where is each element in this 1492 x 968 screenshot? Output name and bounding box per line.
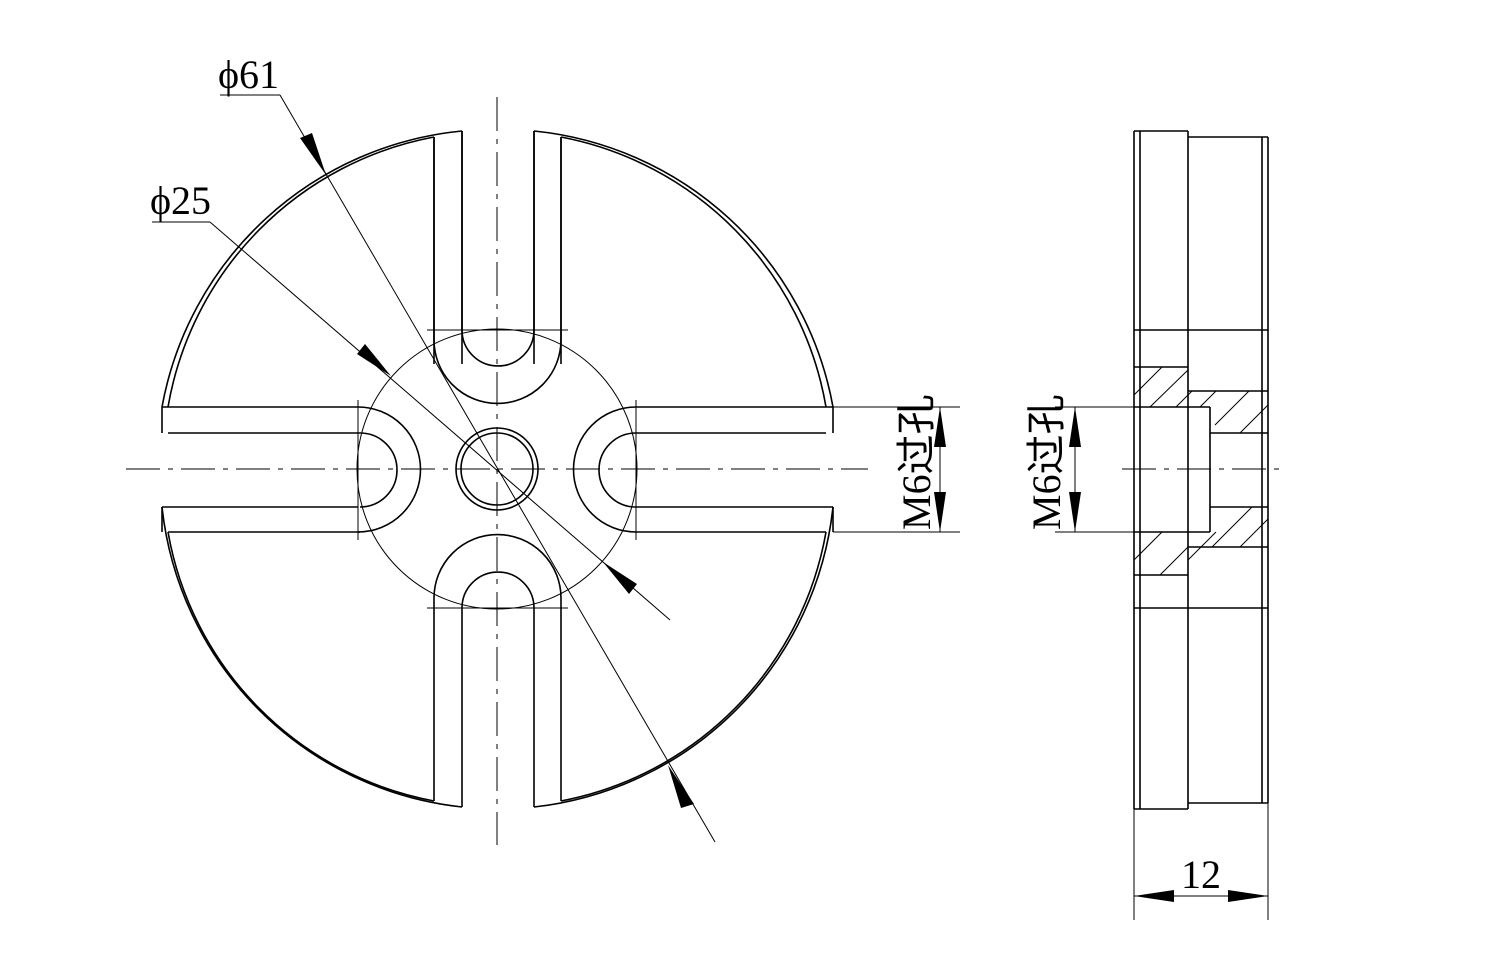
section-hatch-top xyxy=(1133,366,1269,434)
left-slot xyxy=(161,400,422,540)
front-view: ϕ61 ϕ25 M6过孔 xyxy=(126,52,960,845)
section-hatch-bottom xyxy=(1133,506,1269,576)
side-view: M6过孔 12 xyxy=(1024,130,1284,920)
right-slot xyxy=(572,400,834,540)
pitch-circle-dimension: ϕ25 xyxy=(150,178,671,621)
pitch-circle-label: ϕ25 xyxy=(150,178,211,223)
thickness-label: 12 xyxy=(1181,852,1221,897)
bottom-slot xyxy=(427,533,568,807)
outer-disk xyxy=(161,130,834,808)
front-hole-dimension: M6过孔 xyxy=(833,394,960,533)
side-hole-dimension: M6过孔 xyxy=(1024,394,1134,533)
side-hole-label: M6过孔 xyxy=(1024,394,1069,530)
thickness-dimension: 12 xyxy=(1133,803,1269,920)
outer-diameter-dimension: ϕ61 xyxy=(218,52,716,843)
front-hole-label: M6过孔 xyxy=(894,394,939,530)
outer-diameter-label: ϕ61 xyxy=(218,52,279,97)
